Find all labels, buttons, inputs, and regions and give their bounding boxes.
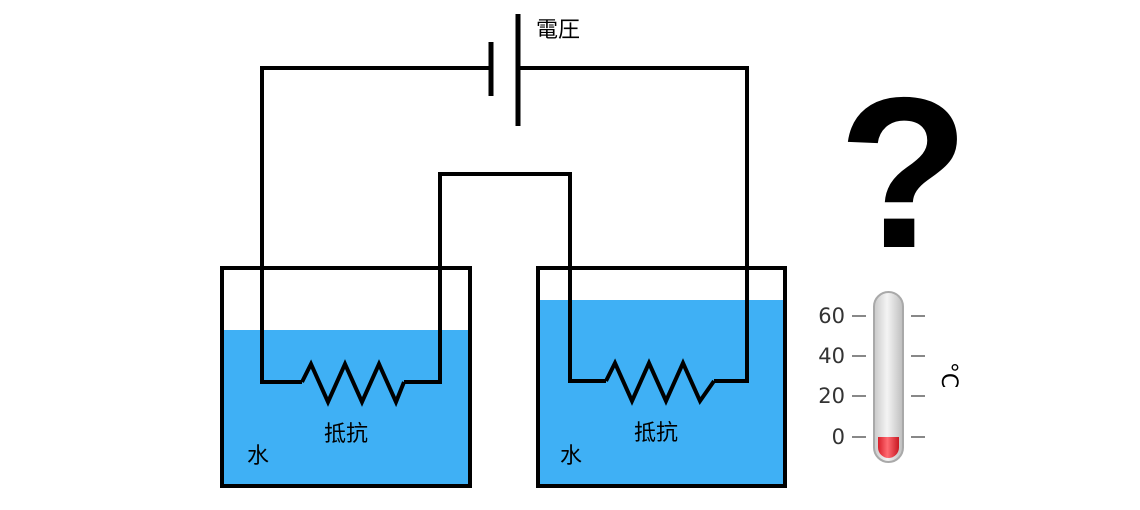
thermometer-tube — [873, 291, 904, 463]
resistor-right — [604, 358, 716, 406]
resistor-left — [300, 359, 406, 408]
water-left-label: 水 — [247, 444, 269, 469]
tick-label-0: 0 — [832, 425, 845, 449]
thermometer-fluid — [878, 437, 899, 458]
unit-label: °C — [936, 362, 961, 388]
beaker-left — [220, 266, 472, 488]
water-left — [224, 330, 468, 484]
resistor-left-label: 抵抗 — [324, 422, 368, 447]
voltage-label: 電圧 — [536, 18, 580, 43]
tick-label-60: 60 — [818, 304, 845, 328]
wire-bridge — [404, 172, 606, 384]
beaker-right — [536, 266, 787, 488]
tick-label-40: 40 — [818, 344, 845, 368]
question-mark: ? — [838, 52, 969, 293]
wire-outer-right — [518, 66, 749, 383]
tick-label-20: 20 — [818, 384, 845, 408]
resistor-right-label: 抵抗 — [634, 421, 678, 446]
wire-outer-left — [260, 66, 491, 384]
water-right-label: 水 — [560, 444, 582, 469]
thermometer: 60 40 20 0 °C — [818, 291, 961, 463]
